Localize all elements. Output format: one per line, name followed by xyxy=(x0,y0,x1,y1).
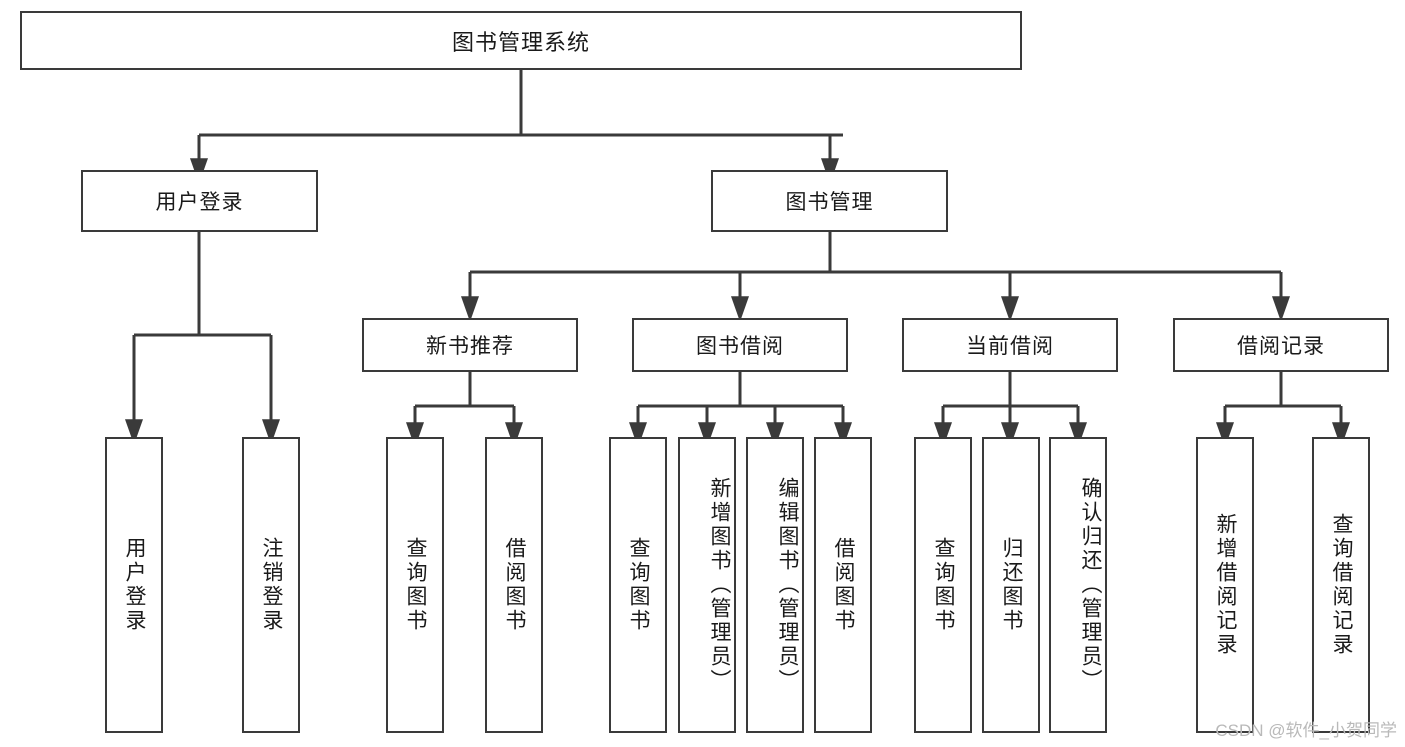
node-leaf-add-book[interactable]: 新增图书（管理员） xyxy=(678,437,736,733)
node-leaf-borrow-book-1-label: 借阅图书 xyxy=(503,537,526,633)
node-leaf-add-record[interactable]: 新增借阅记录 xyxy=(1196,437,1254,733)
node-leaf-query-record[interactable]: 查询借阅记录 xyxy=(1312,437,1370,733)
node-current-borrow-label: 当前借阅 xyxy=(966,335,1054,358)
node-leaf-query-book-3[interactable]: 查询图书 xyxy=(914,437,972,733)
node-leaf-query-book-1[interactable]: 查询图书 xyxy=(386,437,444,733)
node-book-borrow[interactable]: 图书借阅 xyxy=(632,318,848,372)
node-leaf-query-record-label: 查询借阅记录 xyxy=(1330,513,1353,657)
node-root[interactable]: 图书管理系统 xyxy=(20,11,1022,70)
csdn-watermark: CSDN @软件_小贺同学 xyxy=(1215,721,1397,740)
node-book-manage-label: 图书管理 xyxy=(785,191,874,214)
node-leaf-logout-label: 注销登录 xyxy=(260,537,283,633)
node-leaf-user-login-label: 用户登录 xyxy=(123,537,146,633)
node-leaf-confirm-return-label: 确认归还（管理员） xyxy=(1079,477,1102,693)
node-leaf-borrow-book-2-label: 借阅图书 xyxy=(832,537,855,633)
node-leaf-edit-book-label: 编辑图书（管理员） xyxy=(776,477,799,693)
node-new-book-recommend[interactable]: 新书推荐 xyxy=(362,318,578,372)
node-borrow-record[interactable]: 借阅记录 xyxy=(1173,318,1389,372)
node-user-login-label: 用户登录 xyxy=(155,191,244,214)
node-leaf-add-book-label: 新增图书（管理员） xyxy=(708,477,731,693)
node-leaf-borrow-book-2[interactable]: 借阅图书 xyxy=(814,437,872,733)
node-new-book-recommend-label: 新书推荐 xyxy=(426,335,514,358)
node-leaf-query-book-3-label: 查询图书 xyxy=(932,537,955,633)
node-leaf-query-book-2[interactable]: 查询图书 xyxy=(609,437,667,733)
node-leaf-borrow-book-1[interactable]: 借阅图书 xyxy=(485,437,543,733)
node-leaf-add-record-label: 新增借阅记录 xyxy=(1214,513,1237,657)
node-leaf-logout[interactable]: 注销登录 xyxy=(242,437,300,733)
node-root-label: 图书管理系统 xyxy=(451,29,590,55)
node-current-borrow[interactable]: 当前借阅 xyxy=(902,318,1118,372)
node-leaf-confirm-return[interactable]: 确认归还（管理员） xyxy=(1049,437,1107,733)
node-book-borrow-label: 图书借阅 xyxy=(696,335,784,358)
node-book-manage[interactable]: 图书管理 xyxy=(711,170,948,232)
node-leaf-return-book[interactable]: 归还图书 xyxy=(982,437,1040,733)
node-leaf-query-book-1-label: 查询图书 xyxy=(404,537,427,633)
node-leaf-edit-book[interactable]: 编辑图书（管理员） xyxy=(746,437,804,733)
node-leaf-user-login[interactable]: 用户登录 xyxy=(105,437,163,733)
node-leaf-query-book-2-label: 查询图书 xyxy=(627,537,650,633)
node-leaf-return-book-label: 归还图书 xyxy=(1000,537,1023,633)
node-user-login[interactable]: 用户登录 xyxy=(81,170,318,232)
node-borrow-record-label: 借阅记录 xyxy=(1237,335,1325,358)
